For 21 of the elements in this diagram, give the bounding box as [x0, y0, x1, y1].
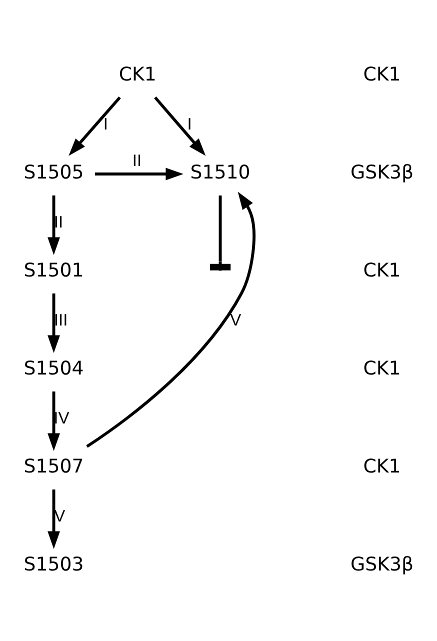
- edge-label: V: [54, 506, 66, 525]
- edge-label: V: [230, 310, 242, 329]
- edge-label: II: [132, 150, 142, 170]
- label: CK1: [363, 455, 401, 477]
- edge-label: II: [54, 212, 64, 231]
- edge-label: III: [54, 310, 68, 329]
- node-text: S1504: [24, 356, 84, 379]
- node-text: S1503: [24, 553, 84, 576]
- label: GSK3β: [350, 160, 414, 183]
- node-text: S1510: [190, 160, 250, 183]
- edge-label: I: [187, 114, 192, 133]
- node-text: S1505: [24, 160, 84, 183]
- label: CK1: [363, 356, 401, 379]
- label: CK1: [363, 62, 401, 85]
- label: GSK3β: [350, 553, 414, 576]
- edge-label: IV: [54, 408, 70, 427]
- node-text: CK1: [118, 62, 156, 85]
- edge-label: I: [103, 114, 108, 133]
- label: CK1: [363, 258, 401, 281]
- node-text: S1507: [24, 455, 84, 477]
- node-text: S1501: [24, 258, 84, 281]
